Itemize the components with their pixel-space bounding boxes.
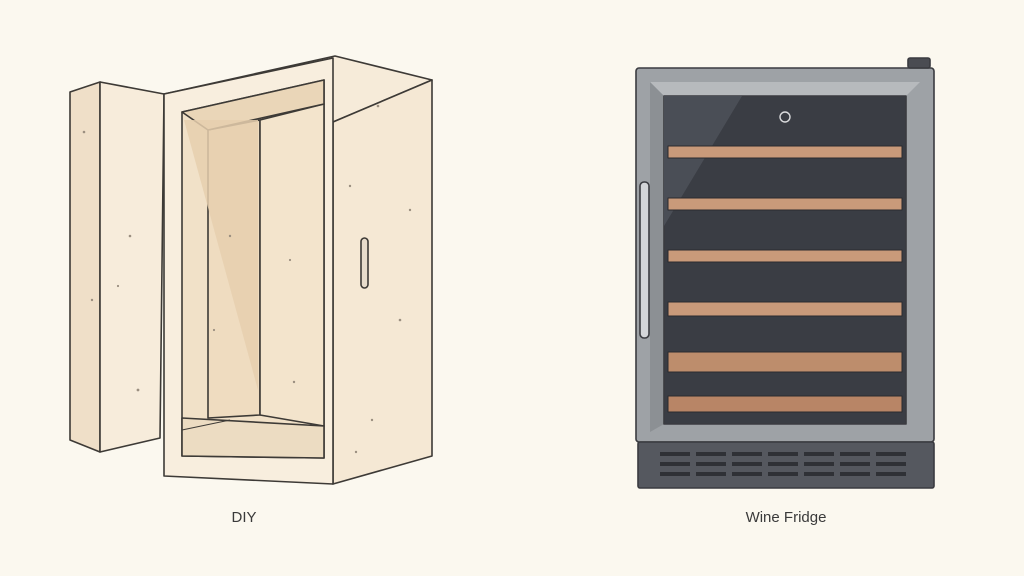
- wine-fridge-illustration: [635, 57, 935, 489]
- interior-shadow: [184, 120, 258, 390]
- diy-cabinet-illustration: [69, 55, 433, 485]
- lock-icon: [779, 111, 791, 123]
- vent-slots: [660, 452, 906, 476]
- wine-shelf: [667, 301, 903, 317]
- diy-caption: DIY: [231, 509, 257, 526]
- wine-shelf: [667, 395, 903, 413]
- wine-shelf: [667, 249, 903, 263]
- wine-shelf: [667, 197, 903, 211]
- wine-shelf: [667, 145, 903, 159]
- diy-door-panel: [69, 81, 165, 453]
- fridge-shelves: [667, 145, 903, 413]
- wine-fridge-caption: Wine Fridge: [745, 509, 827, 526]
- wine-shelf: [667, 351, 903, 373]
- diy-handle: [360, 237, 369, 289]
- fridge-handle: [639, 181, 650, 339]
- diy-cabinet-body: [163, 55, 433, 485]
- texture-speckles: [82, 104, 412, 454]
